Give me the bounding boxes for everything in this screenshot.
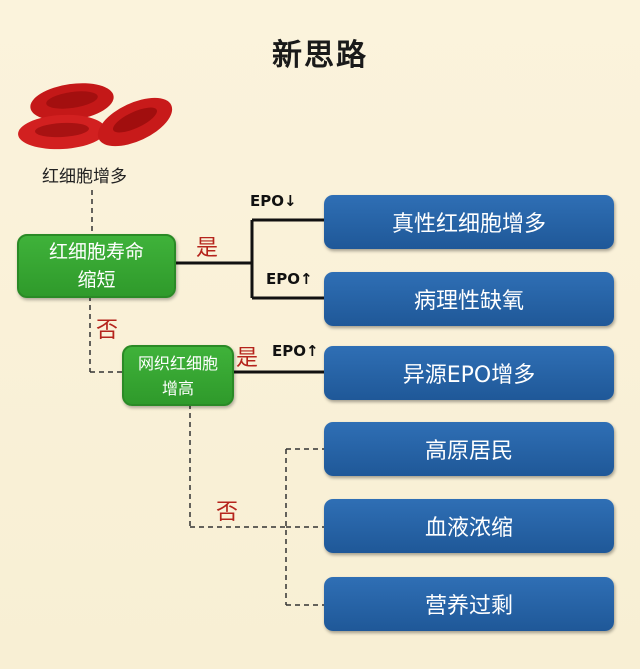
node-rbc-lifespan-shortened: 红细胞寿命 缩短 <box>17 234 176 298</box>
outcome-pathologic-hypoxia: 病理性缺氧 <box>324 272 614 326</box>
epo-down-label: EPO↓ <box>250 192 297 210</box>
node-line-2: 增高 <box>161 378 194 398</box>
epo-up-label-2: EPO↑ <box>272 342 319 360</box>
diagram-title: 新思路 <box>272 38 368 73</box>
outcome-highland-residents: 高原居民 <box>324 422 614 476</box>
outcome-ectopic-epo: 异源EPO增多 <box>324 346 614 400</box>
yes-label-2: 是 <box>236 346 259 371</box>
node-line-2: 缩短 <box>77 269 116 291</box>
yes-label-1: 是 <box>196 236 219 261</box>
outcome-polycythemia-vera: 真性红细胞增多 <box>324 195 614 249</box>
outcome-overnutrition: 营养过剩 <box>324 577 614 631</box>
no-label-2: 否 <box>216 500 239 525</box>
epo-up-label-1: EPO↑ <box>266 270 313 288</box>
outcome-hemoconcentration: 血液浓缩 <box>324 499 614 553</box>
node-reticulocyte-increased: 网织红细胞 增高 <box>122 345 234 406</box>
node-line-1: 红细胞寿命 <box>48 241 144 263</box>
red-blood-cells-image <box>18 83 173 150</box>
rbc-caption: 红细胞增多 <box>42 167 127 187</box>
node-line-1: 网织红细胞 <box>137 353 218 373</box>
no-label-1: 否 <box>96 318 119 343</box>
